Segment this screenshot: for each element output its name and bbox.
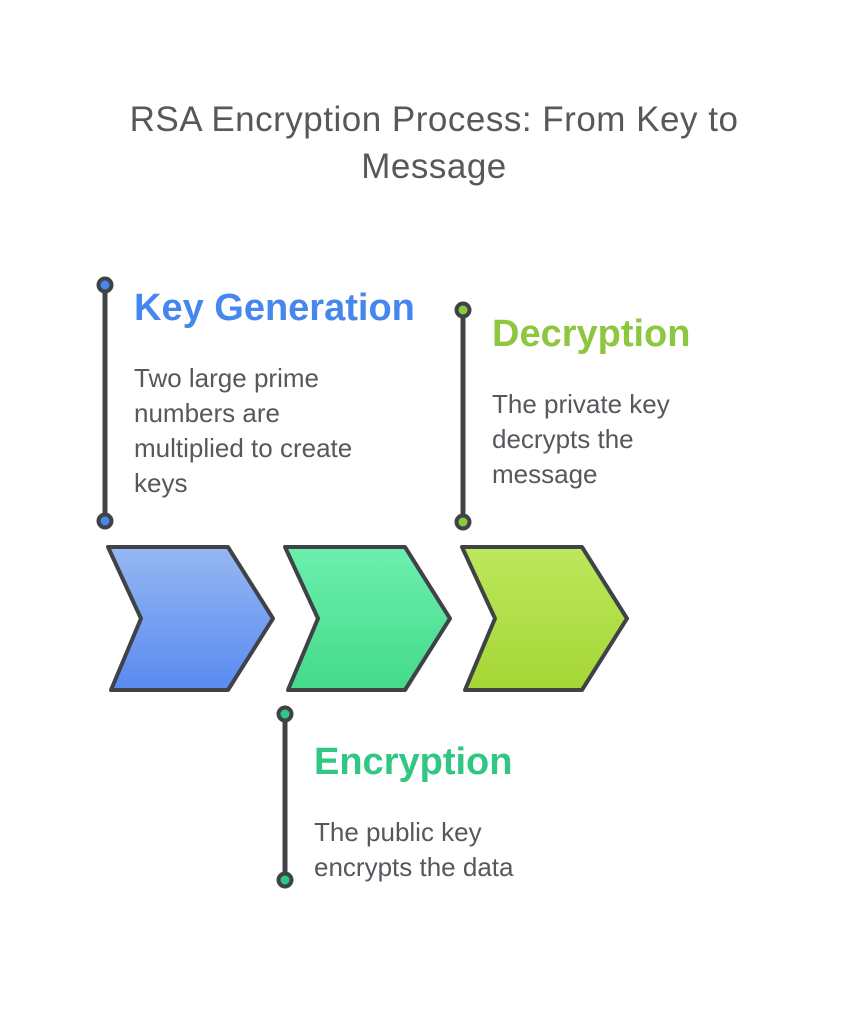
step-encryption: Encryption The public key encrypts the d… (314, 740, 594, 885)
step-heading-encryption: Encryption (314, 741, 513, 783)
step-body-key-generation: Two large prime numbers are multiplied t… (134, 363, 353, 498)
chevron-key-generation (106, 545, 275, 692)
connector-decryption (454, 301, 472, 531)
step-heading-key-generation: Key Generation (134, 287, 415, 329)
chevron-decryption (460, 545, 629, 692)
connector-dot-bottom-inner-encryption (280, 875, 290, 885)
connector-dot-top-inner-encryption (280, 709, 290, 719)
step-decryption: Decryption The private key decrypts the … (492, 312, 772, 492)
step-body-decryption: The private key decrypts the message (492, 389, 670, 489)
connector-dot-bottom-inner-key-generation (100, 516, 110, 526)
chevron-encryption (283, 545, 452, 692)
step-key-generation: Key Generation Two large prime numbers a… (134, 286, 434, 501)
connector-key-generation (96, 276, 114, 530)
connector-dot-top-inner-key-generation (100, 280, 110, 290)
connector-encryption (276, 705, 294, 889)
connector-dot-top-inner-decryption (458, 305, 468, 315)
step-heading-decryption: Decryption (492, 313, 691, 355)
diagram-title: RSA Encryption Process: From Key to Mess… (129, 100, 739, 186)
connector-dot-bottom-inner-decryption (458, 517, 468, 527)
step-body-encryption: The public key encrypts the data (314, 817, 514, 882)
